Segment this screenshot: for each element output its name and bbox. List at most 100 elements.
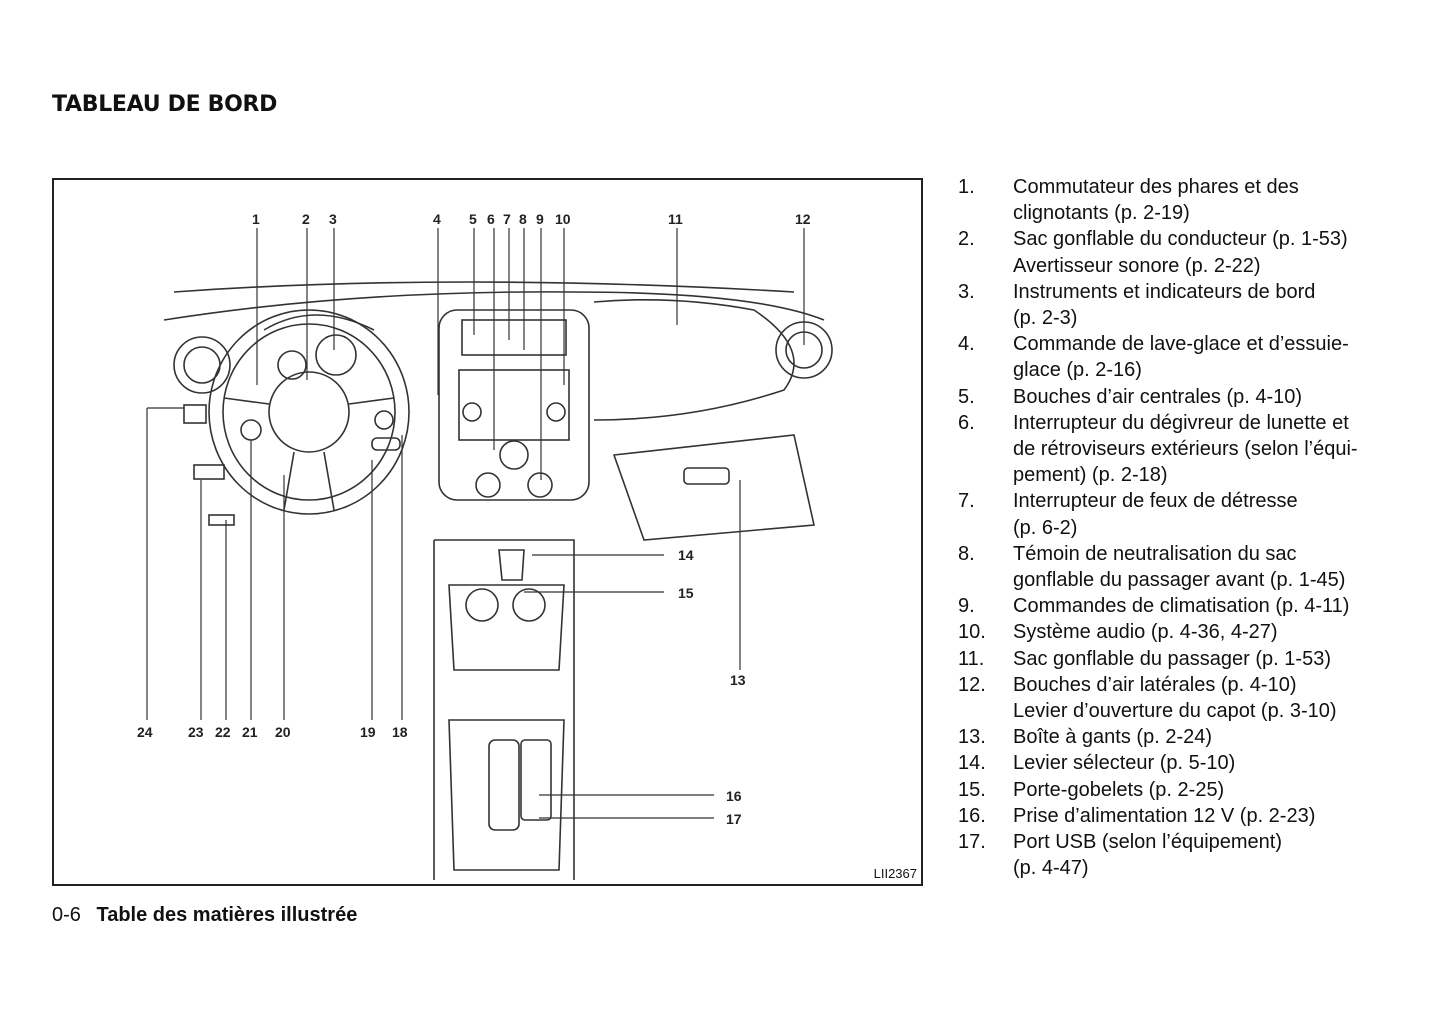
callout-9: 9: [536, 211, 544, 227]
legend-item: 9. Commandes de climatisation (p. 4-11): [958, 593, 1388, 619]
legend-number: 14.: [958, 752, 986, 775]
legend-item: 10. Système audio (p. 4-36, 4-27): [958, 619, 1388, 645]
legend-list: 1. Commutateur des phares et des clignota…: [958, 174, 1388, 881]
legend-text: Interrupteur du dégivreur de lunette et …: [1013, 411, 1358, 487]
callout-1: 1: [252, 211, 260, 227]
legend-number: 3.: [958, 280, 975, 303]
callout-16: 16: [726, 788, 742, 804]
callout-13: 13: [730, 672, 746, 688]
callout-19: 19: [360, 724, 376, 740]
callout-12: 12: [795, 211, 811, 227]
legend-text: Interrupteur de feux de détresse (p. 6-2…: [1013, 490, 1298, 539]
legend-item: 15. Porte-gobelets (p. 2-25): [958, 777, 1388, 803]
usb-power-panel: [520, 739, 552, 821]
legend-item: 1. Commutateur des phares et des clignota…: [958, 174, 1388, 226]
callout-10: 10: [555, 211, 571, 227]
callout-23: 23: [188, 724, 204, 740]
legend-text: Sac gonflable du passager (p. 1-53): [1013, 647, 1331, 670]
legend-text: Porte-gobelets (p. 2-25): [1013, 778, 1225, 801]
figure-id: LII2367: [873, 866, 917, 881]
callout-14: 14: [678, 547, 694, 563]
legend-text: Port USB (selon l’équipement) (p. 4-47): [1013, 831, 1283, 880]
legend-text: Commutateur des phares et des clignotant…: [1013, 176, 1299, 225]
section-title: Table des matières illustrée: [96, 904, 358, 926]
legend-number: 5.: [958, 385, 975, 408]
glove-box-handle: [683, 467, 730, 485]
legend-item: 16. Prise d’alimentation 12 V (p. 2-23): [958, 803, 1388, 829]
legend-text: Bouches d’air centrales (p. 4-10): [1013, 385, 1303, 408]
callout-24: 24: [137, 724, 153, 740]
hood-release: [183, 404, 207, 424]
page-footer: 0-6 Table des matières illustrée: [52, 904, 357, 927]
legend-item: 13. Boîte à gants (p. 2-24): [958, 724, 1388, 750]
page-number: 0-6: [52, 904, 81, 926]
legend-item: 4.Commande de lave-glace et d’essuie- gl…: [958, 331, 1388, 383]
legend-text: Témoin de neutralisation du sac gonflabl…: [1013, 542, 1346, 592]
climate-knob-left: [475, 472, 501, 498]
callout-4: 4: [433, 211, 441, 227]
callout-18: 18: [392, 724, 408, 740]
legend-item: 3.Instruments et indicateurs de bord (p.…: [958, 279, 1388, 331]
callout-15: 15: [678, 585, 694, 601]
steering-wheel: [208, 309, 410, 515]
callout-2: 2: [302, 211, 310, 227]
callout-11: 11: [668, 211, 683, 227]
legend-number: 9.: [958, 595, 975, 618]
legend-number: 6.: [958, 411, 975, 434]
steering-hub: [268, 371, 350, 453]
dash-top-line: [173, 281, 795, 293]
legend-text: Levier sélecteur (p. 5-10): [1013, 752, 1236, 775]
climate-knob-right: [527, 472, 553, 498]
legend-number: 17.: [958, 831, 986, 854]
legend-text: Commandes de climatisation (p. 4-11): [1013, 595, 1350, 618]
callout-17: 17: [726, 811, 742, 827]
center-console: [433, 539, 575, 880]
legend-number: 11.: [958, 647, 985, 670]
tachometer: [277, 350, 307, 380]
callout-22: 22: [215, 724, 231, 740]
passenger-panel: [593, 298, 795, 421]
dashboard-illustration: 1 2 3 4 5 6 7 8 9 10 11 12 13 14 15 16 1…: [52, 178, 923, 886]
dash-upper-edge: [163, 291, 825, 321]
legend-number: 16.: [958, 804, 986, 827]
legend-number: 1.: [958, 176, 975, 198]
climate-knob-center: [499, 440, 529, 470]
center-stack: [438, 309, 590, 501]
page-title: TABLEAU DE BORD: [52, 92, 278, 117]
legend-text: Prise d’alimentation 12 V (p. 2-23): [1013, 804, 1316, 827]
legend-item: 2. Sac gonflable du conducteur (p. 1-53) …: [958, 226, 1388, 278]
shifter-boot: [488, 739, 520, 831]
legend-item: 5. Bouches d’air centrales (p. 4-10): [958, 384, 1388, 410]
legend-item: 8. Témoin de neutralisation du sac gonfla…: [958, 541, 1388, 593]
audio-unit: [458, 369, 570, 441]
legend-item: 6. Interrupteur du dégivreur de lunette e…: [958, 410, 1388, 489]
legend-text: Système audio (p. 4-36, 4-27): [1013, 621, 1278, 644]
callout-7: 7: [503, 211, 511, 227]
shift-knob: [498, 549, 525, 581]
callout-3: 3: [329, 211, 337, 227]
center-vents: [461, 319, 567, 356]
left-vent: [173, 336, 231, 394]
callout-8: 8: [519, 211, 527, 227]
legend-number: 13.: [958, 726, 986, 749]
legend-number: 8.: [958, 542, 975, 565]
speedometer: [315, 334, 357, 376]
callout-21: 21: [242, 724, 258, 740]
legend-text: Sac gonflable du conducteur (p. 1-53) Av…: [1013, 228, 1348, 277]
callout-labels: 1 2 3 4 5 6 7 8 9 10 11 12 13 14 15 16 1…: [137, 211, 811, 827]
callout-20: 20: [275, 724, 291, 740]
legend-number: 15.: [958, 778, 986, 801]
legend-number: 10.: [958, 621, 986, 644]
legend-number: 12.: [958, 673, 986, 696]
callout-6: 6: [487, 211, 495, 227]
legend-item: 14. Levier sélecteur (p. 5-10): [958, 750, 1388, 776]
legend-text: Bouches d’air latérales (p. 4-10) Levier…: [1013, 673, 1337, 723]
legend-text: Commande de lave-glace et d’essuie- glac…: [1013, 333, 1349, 382]
legend-text: Boîte à gants (p. 2-24): [1013, 726, 1213, 749]
legend-number: 2.: [958, 228, 975, 251]
legend-number: 7.: [958, 490, 975, 513]
callout-5: 5: [469, 211, 477, 227]
legend-item: 11. Sac gonflable du passager (p. 1-53): [958, 646, 1388, 672]
cup-holder-area: [448, 584, 565, 671]
legend-item: 12. Bouches d’air latérales (p. 4-10) Lev…: [958, 672, 1388, 724]
